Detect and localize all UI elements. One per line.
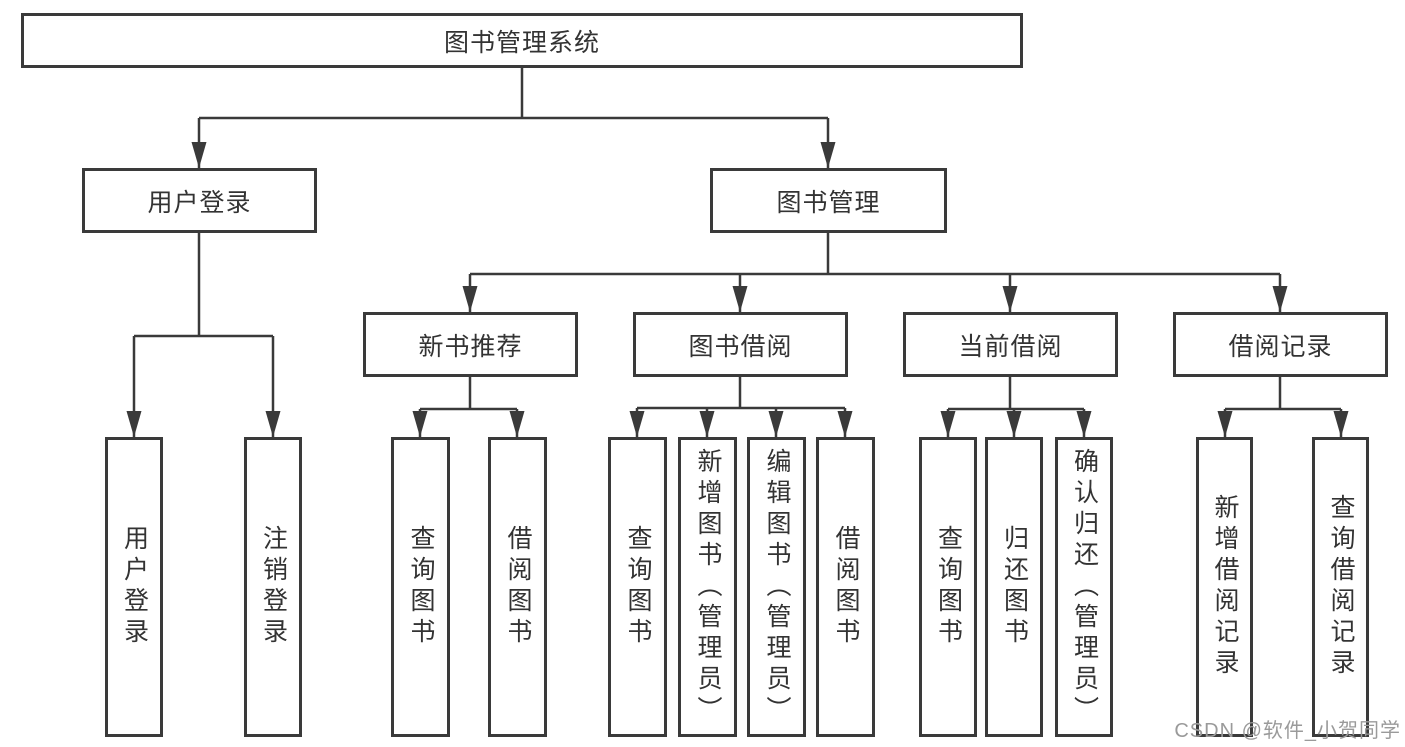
node-user-login: 用户登录 bbox=[82, 168, 317, 233]
leaf-query-borrow-record-label: 查询借阅记录 bbox=[1327, 494, 1355, 680]
node-borrow-records: 借阅记录 bbox=[1173, 312, 1388, 377]
leaf-query-books-borrow: 查询图书 bbox=[608, 437, 667, 737]
leaf-return-book: 归还图书 bbox=[985, 437, 1043, 737]
leaf-query-books-recommend-label: 查询图书 bbox=[407, 525, 435, 649]
leaf-borrow-books-2: 借阅图书 bbox=[816, 437, 875, 737]
leaf-add-book-admin: 新增图书（管理员） bbox=[678, 437, 737, 737]
leaf-borrow-books-recommend-label: 借阅图书 bbox=[504, 525, 532, 649]
leaf-confirm-return-admin: 确认归还（管理员） bbox=[1055, 437, 1113, 737]
leaf-query-books-current-label: 查询图书 bbox=[934, 525, 963, 649]
node-book-management: 图书管理 bbox=[710, 168, 947, 233]
leaf-user-login: 用户登录 bbox=[105, 437, 163, 737]
node-root: 图书管理系统 bbox=[21, 13, 1023, 68]
node-new-book-recommend-label: 新书推荐 bbox=[418, 332, 523, 361]
arrowheads bbox=[126, 142, 1349, 437]
node-current-borrow: 当前借阅 bbox=[903, 312, 1118, 377]
node-new-book-recommend: 新书推荐 bbox=[363, 312, 578, 377]
leaf-logout-label: 注销登录 bbox=[259, 525, 288, 649]
node-user-login-label: 用户登录 bbox=[147, 188, 252, 217]
leaf-query-books-recommend: 查询图书 bbox=[391, 437, 450, 737]
leaf-add-borrow-record: 新增借阅记录 bbox=[1196, 437, 1253, 737]
node-root-label: 图书管理系统 bbox=[443, 28, 600, 57]
node-current-borrow-label: 当前借阅 bbox=[958, 332, 1063, 361]
node-book-borrow-label: 图书借阅 bbox=[688, 332, 793, 361]
leaf-query-borrow-record: 查询借阅记录 bbox=[1312, 437, 1369, 737]
leaf-user-login-label: 用户登录 bbox=[120, 525, 149, 649]
leaf-edit-book-admin: 编辑图书（管理员） bbox=[747, 437, 806, 737]
leaf-borrow-books-2-label: 借阅图书 bbox=[832, 525, 860, 649]
leaf-borrow-books-recommend: 借阅图书 bbox=[488, 437, 547, 737]
leaf-confirm-return-admin-label: 确认归还（管理员） bbox=[1070, 447, 1099, 727]
node-book-management-label: 图书管理 bbox=[776, 188, 881, 217]
leaf-query-books-borrow-label: 查询图书 bbox=[624, 525, 652, 649]
watermark: CSDN @软件_小贺同学 bbox=[1174, 720, 1401, 742]
leaf-add-book-admin-label: 新增图书（管理员） bbox=[694, 447, 722, 727]
node-borrow-records-label: 借阅记录 bbox=[1228, 332, 1333, 361]
leaf-return-book-label: 归还图书 bbox=[1000, 525, 1029, 649]
leaf-edit-book-admin-label: 编辑图书（管理员） bbox=[763, 447, 791, 727]
leaf-add-borrow-record-label: 新增借阅记录 bbox=[1211, 494, 1239, 680]
leaf-query-books-current: 查询图书 bbox=[919, 437, 977, 737]
node-book-borrow: 图书借阅 bbox=[633, 312, 848, 377]
leaf-logout: 注销登录 bbox=[244, 437, 302, 737]
